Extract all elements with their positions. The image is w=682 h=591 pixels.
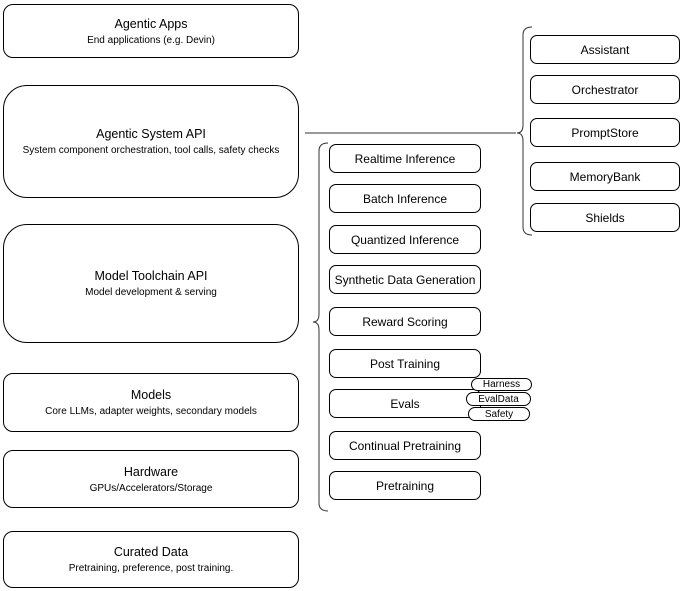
node-model-toolchain-api: Model Toolchain API Model development & … — [3, 224, 299, 343]
node-title: Hardware — [123, 464, 179, 479]
node-subtitle: System component orchestration, tool cal… — [22, 145, 280, 156]
node-evals: Evals — [329, 389, 481, 418]
node-realtime-inference: Realtime Inference — [329, 144, 481, 173]
node-batch-inference: Batch Inference — [329, 184, 481, 213]
node-assistant: Assistant — [530, 35, 680, 64]
tag-evaldata: EvalData — [466, 392, 531, 406]
node-subtitle: Core LLMs, adapter weights, secondary mo… — [45, 406, 257, 417]
node-title: Model Toolchain API — [94, 269, 208, 283]
node-subtitle: End applications (e.g. Devin) — [87, 34, 215, 46]
node-post-training: Post Training — [329, 349, 481, 378]
node-continual-pretraining: Continual Pretraining — [329, 431, 481, 460]
node-pretraining: Pretraining — [329, 471, 481, 500]
node-quantized-inference: Quantized Inference — [329, 225, 481, 254]
tag-safety: Safety — [468, 407, 530, 421]
node-promptstore: PromptStore — [530, 118, 680, 147]
node-subtitle: Model development & serving — [85, 287, 217, 298]
node-hardware: Hardware GPUs/Accelerators/Storage — [3, 450, 299, 508]
tag-harness: Harness — [471, 378, 532, 391]
node-title: Curated Data — [113, 545, 189, 559]
node-models: Models Core LLMs, adapter weights, secon… — [3, 373, 299, 432]
node-reward-scoring: Reward Scoring — [329, 307, 481, 336]
brace-toolchain-group — [312, 142, 329, 512]
node-subtitle: Pretraining, preference, post training. — [68, 563, 234, 574]
node-title: Agentic Apps — [114, 16, 188, 31]
node-title: Models — [130, 388, 172, 402]
node-synthetic-data-generation: Synthetic Data Generation — [329, 265, 481, 294]
node-agentic-apps: Agentic Apps End applications (e.g. Devi… — [3, 4, 299, 58]
node-subtitle: GPUs/Accelerators/Storage — [89, 482, 213, 494]
node-shields: Shields — [530, 203, 680, 232]
node-title: Agentic System API — [96, 127, 206, 141]
node-memorybank: MemoryBank — [530, 162, 680, 191]
node-curated-data: Curated Data Pretraining, preference, po… — [3, 531, 299, 588]
node-agentic-system-api: Agentic System API System component orch… — [3, 85, 299, 198]
node-orchestrator: Orchestrator — [530, 75, 680, 104]
